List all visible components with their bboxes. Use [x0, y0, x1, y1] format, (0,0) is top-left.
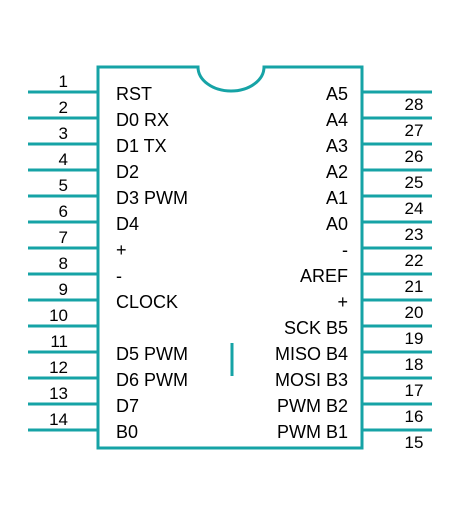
right-pin-number: 20	[405, 303, 424, 322]
right-pin-number: 21	[405, 277, 424, 296]
right-pin-label: A4	[326, 110, 348, 130]
right-pin-label: SCK B5	[284, 318, 348, 338]
left-pin-number: 5	[59, 176, 68, 195]
right-pin-number: 24	[405, 199, 424, 218]
left-pin-label: D1 TX	[116, 136, 167, 156]
right-pins: 28 27 26 25 24 23 22 21 20 19 18 17 16 15	[362, 90, 432, 452]
right-pin-number: 26	[405, 147, 424, 166]
left-pin-label: -	[116, 266, 122, 286]
left-pin-number: 7	[59, 228, 68, 247]
left-pin-number: 10	[49, 306, 68, 325]
left-pin-label: CLOCK	[116, 292, 178, 312]
right-pin-number: 16	[405, 407, 424, 426]
right-pin-label: PWM B1	[277, 422, 348, 442]
right-pin-label: A1	[326, 188, 348, 208]
right-pin-label: A3	[326, 136, 348, 156]
right-pin-label: A5	[326, 84, 348, 104]
right-pin-label: AREF	[300, 266, 348, 286]
right-pin-label: PWM B2	[277, 396, 348, 416]
left-pin-label: D3 PWM	[116, 188, 188, 208]
right-pin-number: 22	[405, 251, 424, 270]
right-pin-label: A0	[326, 214, 348, 234]
right-pin-number: 23	[405, 225, 424, 244]
right-pin-number: 27	[405, 121, 424, 140]
left-pin-labels: RST D0 RX D1 TX D2 D3 PWM D4 + - CLOCK D5 PWM D6 P…	[116, 84, 188, 442]
left-pin-label: D6 PWM	[116, 370, 188, 390]
left-pin-number: 11	[50, 332, 68, 351]
right-pin-number: 25	[405, 173, 424, 192]
left-pin-number: 3	[59, 124, 68, 143]
left-pin-number: 14	[49, 410, 68, 429]
left-pin-number: 6	[59, 202, 68, 221]
left-pin-label: D2	[116, 162, 139, 182]
right-pin-label: -	[342, 240, 348, 260]
left-pin-number: 4	[59, 150, 68, 169]
right-pin-number: 18	[405, 355, 424, 374]
right-pin-label: MOSI B3	[275, 370, 348, 390]
left-pin-label: B0	[116, 422, 138, 442]
left-pin-label: D4	[116, 214, 139, 234]
right-pin-number: 15	[405, 433, 424, 452]
left-pin-label: D0 RX	[116, 110, 169, 130]
left-pin-number: 8	[59, 254, 68, 273]
left-pin-label: RST	[116, 84, 152, 104]
right-pin-number: 28	[405, 95, 424, 114]
left-pin-number: 1	[59, 72, 68, 91]
right-pin-number: 17	[405, 381, 424, 400]
right-pin-label: A2	[326, 162, 348, 182]
right-pin-label: MISO B4	[275, 344, 348, 364]
left-pin-number: 2	[59, 98, 68, 117]
left-pin-label: D5 PWM	[116, 344, 188, 364]
left-pin-number: 12	[49, 358, 68, 377]
chip-body-outline	[96, 65, 364, 450]
left-pin-number: 13	[49, 384, 68, 403]
left-pin-number: 9	[59, 280, 68, 299]
left-pin-label: +	[116, 240, 127, 260]
right-pin-number: 19	[405, 329, 424, 348]
right-pin-label: +	[337, 292, 348, 312]
left-pin-label: D7	[116, 396, 139, 416]
